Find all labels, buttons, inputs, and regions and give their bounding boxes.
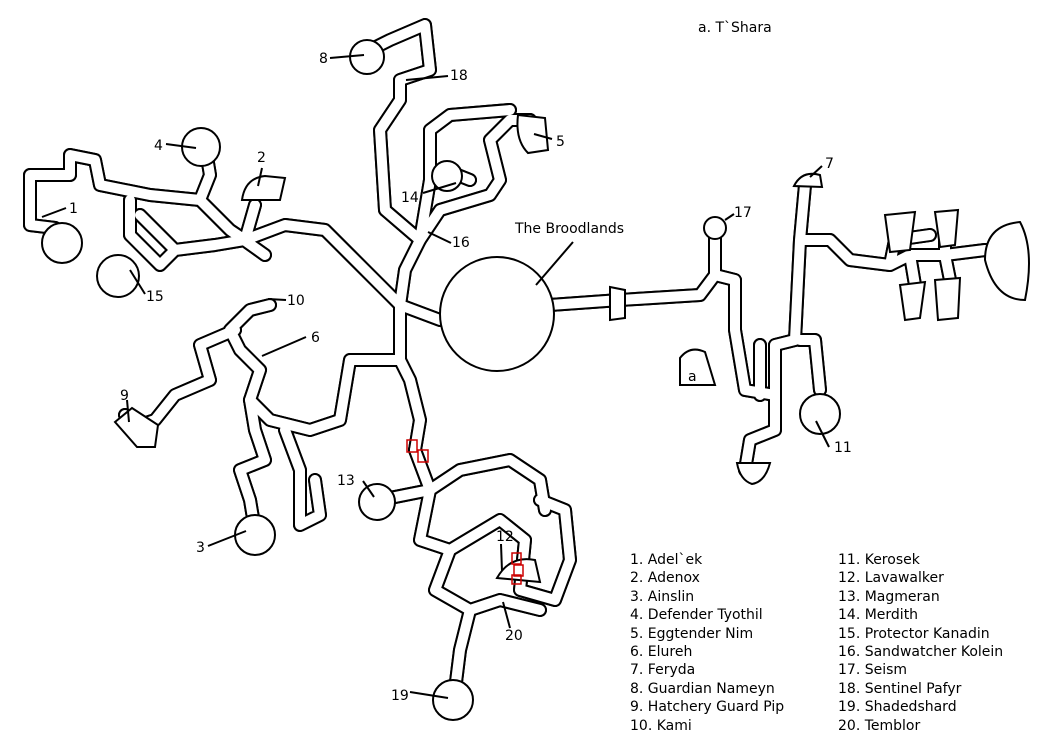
legend-item: 7. Feryda [630, 662, 696, 679]
legend-item: 1. Adel`ek [630, 552, 703, 568]
marker-8: 8 [319, 51, 328, 67]
marker-15: 15 [146, 289, 164, 305]
marker-10: 10 [287, 293, 305, 309]
rooms [41, 39, 1030, 721]
room-east-pod-3 [898, 280, 927, 322]
room-adelek [41, 222, 83, 264]
legend-item: 11. Kerosek [838, 552, 920, 568]
marker-14: 14 [401, 190, 419, 206]
doors [406, 439, 524, 585]
legend-item: 17. Seism [838, 662, 908, 679]
marker-20: 20 [505, 628, 523, 644]
room-shadedshard [432, 679, 474, 721]
room-east-pod-1 [883, 210, 917, 254]
leader-lines [41, 54, 830, 699]
door-4 [513, 564, 524, 577]
legend-item: 14. Merdith [838, 607, 919, 624]
room-seism [703, 216, 727, 240]
room-feryda [792, 172, 824, 189]
marker-13: 13 [337, 473, 355, 489]
marker-17: 17 [734, 205, 752, 221]
room-adenox [240, 174, 287, 201]
room-protector-kanadin [96, 254, 140, 298]
legend-item: 10. Kami [630, 717, 692, 734]
legend-item: 6. Elureh [630, 644, 693, 661]
room-guardian-nameyn [349, 39, 385, 75]
legend-item: 13. Magmeran [838, 588, 940, 605]
door-2 [417, 449, 429, 463]
room-kerosek [799, 393, 841, 435]
marker-18: 18 [450, 68, 468, 84]
point-a-label: a [688, 369, 697, 385]
marker-6: 6 [311, 330, 320, 346]
broodlands-label: The Broodlands [514, 221, 624, 237]
room-broodlands [439, 256, 555, 372]
legend-item: 15. Protector Kanadin [838, 625, 990, 642]
legend-item: 16. Sandwatcher Kolein [838, 644, 1004, 661]
legend-item: 4. Defender Tyothil [630, 607, 763, 624]
marker-5: 5 [556, 134, 565, 150]
marker-3: 3 [196, 540, 205, 556]
legend-item: 19. Shadedshard [838, 699, 957, 716]
marker-19: 19 [391, 688, 409, 704]
marker-4: 4 [154, 138, 163, 154]
legend-item: 2. Adenox [630, 570, 700, 587]
room-east-pod-4 [933, 276, 962, 322]
marker-7: 7 [825, 156, 834, 172]
marker-16: 16 [452, 235, 470, 251]
marker-12: 12 [496, 529, 514, 545]
room-tshara [679, 348, 717, 386]
room-magmeran [358, 483, 396, 521]
marker-9: 9 [120, 388, 129, 404]
room-east-pod-2 [933, 208, 960, 249]
room-bottom-right-stub [735, 462, 772, 486]
legend-column-2: 11. Kerosek 12. Lavawalker 13. Magmeran … [838, 551, 1003, 735]
door-3 [511, 552, 522, 565]
room-funnel [609, 285, 626, 322]
marker-1: 1 [69, 201, 78, 217]
room-east-cavern [983, 220, 1030, 302]
door-5 [511, 574, 522, 585]
legend-item: 5. Eggtender Nim [630, 625, 754, 642]
legend-item: 18. Sentinel Pafyr [838, 680, 962, 697]
room-hatchery [113, 406, 160, 448]
door-1 [406, 439, 418, 453]
marker-11: 11 [834, 440, 852, 456]
marker-2: 2 [257, 150, 266, 166]
legend-item: 20. Temblor [838, 717, 921, 734]
legend-item: 9. Hatchery Guard Pip [630, 699, 785, 716]
room-lavawalker [495, 558, 542, 584]
legend-item: 3. Ainslin [630, 588, 695, 605]
room-ainslin [234, 514, 276, 556]
legend-item: 8. Guardian Nameyn [630, 680, 775, 697]
room-eggtender-nim [516, 113, 550, 155]
legend-column-1: 1. Adel`ek 2. Adenox 3. Ainslin 4. Defen… [630, 551, 784, 735]
legend-item: 12. Lavawalker [838, 570, 944, 587]
header-note: a. T`Shara [698, 20, 772, 36]
